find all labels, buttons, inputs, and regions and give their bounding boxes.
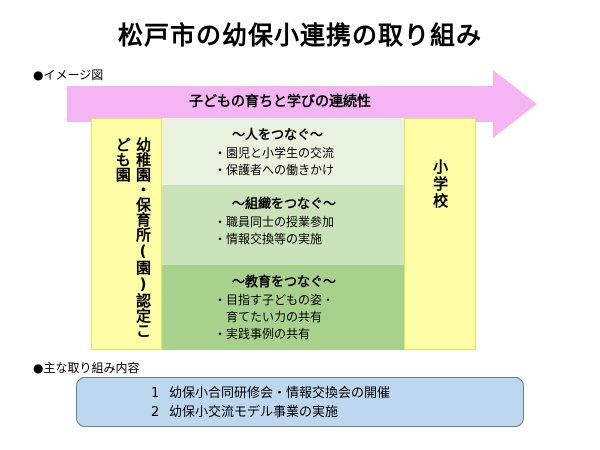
band-connect-organizations: ～組織をつなぐ～ ・職員同士の授業参加 ・情報交換等の実施 bbox=[162, 185, 404, 265]
main-initiatives-label: ●主な取り組み内容 bbox=[33, 361, 140, 375]
elementary-school-panel: 小学校 bbox=[404, 118, 476, 350]
initiative-item: 1 幼保小合同研修会・情報交換会の開催 bbox=[151, 384, 523, 403]
band-connect-education: ～教育をつなぐ～ ・目指す子どもの姿・ 育てたい力の共有 ・実践事例の共有 bbox=[162, 265, 404, 350]
kindergarten-label: 幼稚園・保育所(園)認定こども園 bbox=[113, 137, 152, 338]
elementary-school-label: 小学校 bbox=[431, 159, 450, 210]
band-line: ・園児と小学生の交流 bbox=[214, 146, 335, 160]
page-title: 松戸市の幼保小連携の取り組み bbox=[117, 21, 482, 50]
arrow-label: 子どもの育ちと学びの連続性 bbox=[189, 94, 371, 110]
initiative-text: 幼保小合同研修会・情報交換会の開催 bbox=[169, 386, 391, 401]
band-line: ・情報交換等の実施 bbox=[214, 232, 323, 246]
band-connect-people: ～人をつなぐ～ ・園児と小学生の交流 ・保護者への働きかけ bbox=[162, 118, 404, 185]
kindergarten-panel: 幼稚園・保育所(園)認定こども園 bbox=[91, 118, 162, 350]
band-line: ・職員同士の授業参加 bbox=[214, 215, 335, 229]
initiatives-box: 1 幼保小合同研修会・情報交換会の開催 2 幼保小交流モデル事業の実施 bbox=[76, 377, 524, 427]
initiative-number: 2 bbox=[151, 405, 160, 420]
band-line: ・実践事例の共有 bbox=[214, 327, 311, 341]
band-heading: ～教育をつなぐ～ bbox=[232, 275, 337, 290]
initiative-item: 2 幼保小交流モデル事業の実施 bbox=[151, 403, 523, 422]
band-line: ・目指す子どもの姿・ bbox=[214, 293, 335, 307]
initiative-text: 幼保小交流モデル事業の実施 bbox=[169, 405, 339, 420]
band-heading: ～組織をつなぐ～ bbox=[232, 197, 337, 212]
initiative-number: 1 bbox=[151, 386, 160, 401]
band-line: 育てたい力の共有 bbox=[214, 310, 323, 324]
band-heading: ～人をつなぐ～ bbox=[232, 128, 324, 143]
band-line: ・保護者への働きかけ bbox=[214, 163, 335, 177]
image-section-label: ●イメージ図 bbox=[33, 68, 104, 82]
